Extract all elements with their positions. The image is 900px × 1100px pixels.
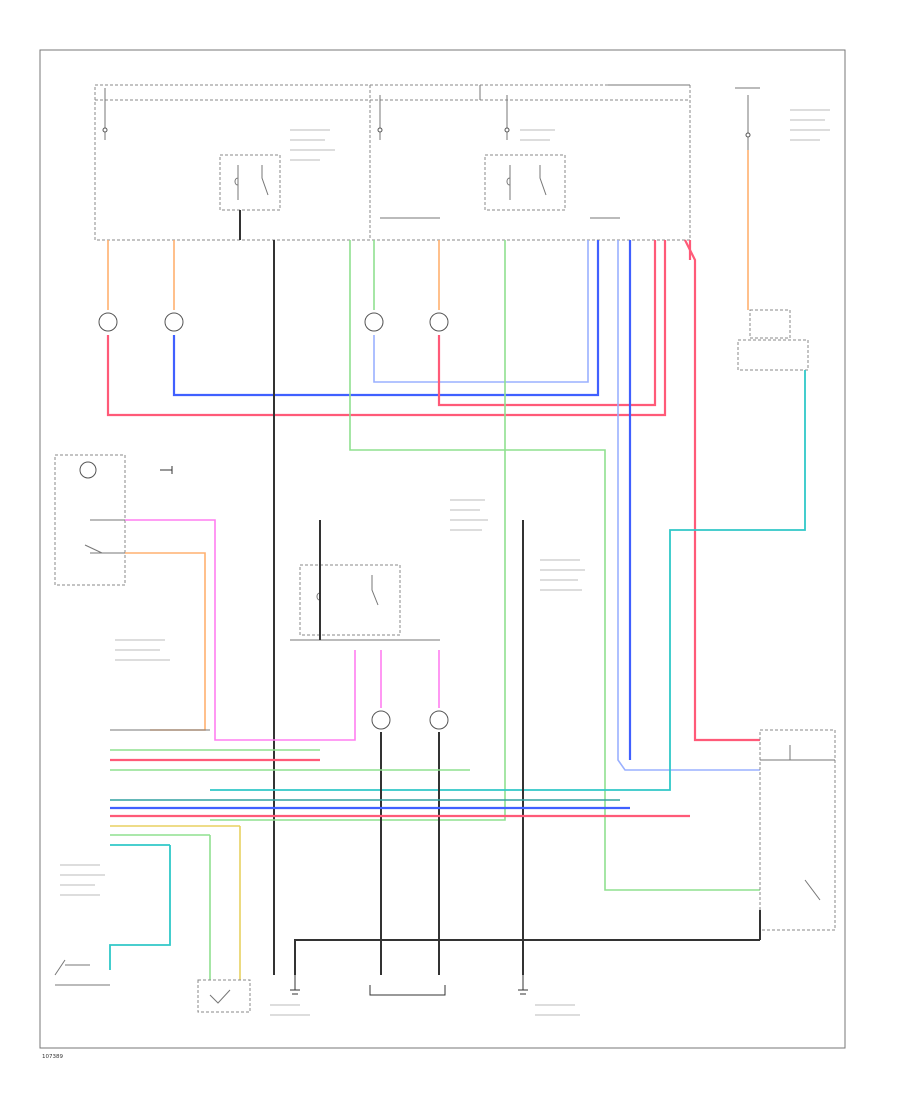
left-fog-lamp	[371, 710, 391, 730]
headlamp-dimmer-switch	[54, 959, 110, 986]
diagram-reference-number: 107389	[42, 1054, 63, 1060]
right-low-headlamp	[429, 312, 449, 332]
ambient-light-sensor	[197, 979, 251, 1013]
fog-lamp-relay	[290, 564, 440, 641]
diagram-border	[39, 49, 846, 1049]
fuse-block-right	[735, 87, 809, 371]
right-fog-lamp	[429, 710, 449, 730]
label-strokes	[60, 109, 830, 1016]
underhood-fuse-relay-block	[94, 84, 691, 241]
body-control-module-connector	[110, 729, 690, 846]
headlamp-switch	[54, 454, 126, 586]
ground-left	[290, 975, 300, 995]
headlamp-relay-right	[484, 154, 566, 211]
left-low-headlamp	[164, 312, 184, 332]
ground-right	[518, 975, 528, 995]
turn-signal-multifunction-switch	[759, 729, 836, 931]
left-high-headlamp	[98, 312, 118, 332]
right-high-headlamp	[364, 312, 384, 332]
headlamp-relay-left	[219, 154, 281, 211]
